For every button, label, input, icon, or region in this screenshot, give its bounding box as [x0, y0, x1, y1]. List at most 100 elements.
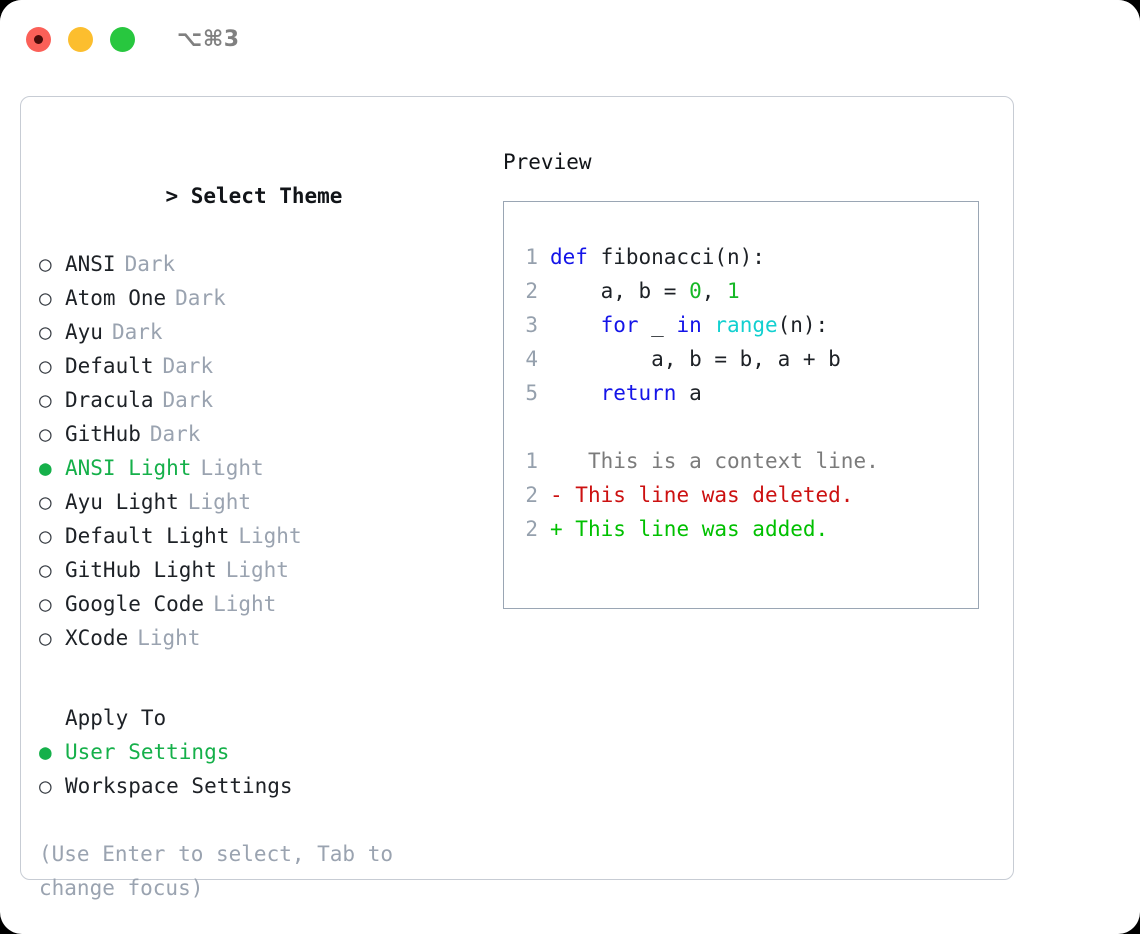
theme-name-label: GitHub — [65, 422, 141, 446]
code-token-plain: , — [701, 279, 728, 303]
theme-name-label: Dracula — [65, 388, 154, 412]
theme-variant-label: Dark — [162, 388, 214, 412]
code-text: return a — [550, 376, 702, 410]
diff-text-del: - This line was deleted. — [550, 478, 853, 512]
code-token-plain: (n): — [777, 313, 829, 337]
close-button-icon[interactable] — [26, 26, 51, 52]
code-text: a, b = 0, 1 — [550, 274, 740, 308]
diff-line: 2- This line was deleted. — [518, 478, 978, 512]
theme-name-label: ANSI — [65, 252, 116, 276]
diff-line: 1 This is a context line. — [518, 444, 978, 478]
radio-unselected-icon: ○ — [39, 524, 52, 548]
diff-line-text: This line was added. — [562, 517, 829, 541]
window-controls — [26, 26, 135, 52]
radio-unselected-icon: ○ — [39, 320, 52, 344]
radio-selected-icon: ● — [39, 740, 52, 764]
code-line: 5 return a — [518, 376, 978, 410]
line-number: 1 — [525, 449, 538, 473]
diff-line: 2 + This line was added. — [518, 512, 978, 546]
code-token-plain: a, b = b, a + b — [550, 347, 841, 371]
title-bar: ⌥⌘3 — [0, 0, 1140, 78]
code-token-kw: for — [600, 313, 639, 337]
code-line: 2 a, b = 0, 1 — [518, 274, 978, 308]
theme-list-item[interactable]: ○ GitHub Dark — [39, 417, 483, 451]
theme-variant-label: Light — [137, 626, 201, 650]
theme-name-label: Default Light — [65, 524, 230, 548]
theme-list-item[interactable]: ○ ANSI Dark — [39, 247, 483, 281]
theme-variant-label: Dark — [162, 354, 214, 378]
theme-name-label: Google Code — [65, 592, 205, 616]
diff-marker: - — [550, 483, 563, 507]
theme-list-item[interactable]: ○ XCode Light — [39, 621, 483, 655]
apply-to-header: ○ Apply To — [39, 701, 483, 735]
radio-unselected-icon: ○ — [39, 252, 52, 276]
maximize-button-icon[interactable] — [110, 26, 135, 52]
diff-line-text: This is a context line. — [562, 449, 879, 473]
prompt-caret-icon: > — [165, 184, 191, 208]
code-diff-gap — [518, 410, 978, 444]
code-line: 3 for _ in range(n): — [518, 308, 978, 342]
diff-line-text: This line was deleted. — [562, 483, 854, 507]
code-token-plain: a — [676, 381, 702, 405]
code-token-num: 0 — [689, 279, 702, 303]
radio-unselected-icon: ○ — [39, 592, 52, 616]
keyboard-hint-text: (Use Enter to select, Tab to change focu… — [39, 842, 394, 900]
theme-variant-label: Dark — [111, 320, 163, 344]
code-token-plain — [702, 313, 715, 337]
diff-marker: + — [550, 517, 563, 541]
diff-text-add: + This line was added. — [550, 512, 828, 546]
code-token-kw: def — [550, 245, 601, 269]
radio-selected-icon: ● — [39, 456, 52, 480]
theme-variant-label: Dark — [149, 422, 201, 446]
code-token-plain: _ — [638, 313, 677, 337]
code-token-kw: return — [600, 381, 677, 405]
line-number: 4 — [525, 347, 538, 371]
radio-unselected-icon: ○ — [39, 774, 52, 798]
theme-list-header: > Select Theme — [39, 145, 483, 247]
theme-name-label: Ayu — [65, 320, 103, 344]
theme-name-label: ANSI Light — [65, 456, 192, 480]
theme-variant-label: Light — [187, 490, 252, 514]
apply-to-item[interactable]: ○Workspace Settings — [39, 769, 483, 803]
line-number: 1 — [525, 245, 538, 269]
radio-unselected-icon: ○ — [39, 388, 52, 412]
code-token-plain — [550, 381, 601, 405]
code-token-plain: a, b = — [550, 279, 690, 303]
line-number: 2 — [525, 517, 538, 541]
theme-list-header-label: Select Theme — [190, 184, 343, 208]
theme-list-item[interactable]: ○ Dracula Dark — [39, 383, 483, 417]
line-number: 2 — [525, 483, 538, 507]
radio-unselected-icon: ○ — [39, 490, 52, 514]
diff-text-ctx: This is a context line. — [550, 444, 879, 478]
theme-variant-label: Dark — [124, 252, 176, 276]
theme-name-label: GitHub Light — [65, 558, 217, 582]
theme-name-label: XCode — [65, 626, 129, 650]
apply-to-item[interactable]: ●User Settings — [39, 735, 483, 769]
radio-unselected-icon: ○ — [39, 626, 52, 650]
code-text: a, b = b, a + b — [550, 342, 841, 376]
radio-unselected-icon: ○ — [39, 422, 52, 446]
theme-name-label: Ayu Light — [65, 490, 179, 514]
line-number: 5 — [525, 381, 538, 405]
list-gap — [39, 655, 483, 701]
diff-marker — [550, 449, 563, 473]
theme-list-item[interactable]: ○ Ayu Light Light — [39, 485, 483, 519]
minimize-button-icon[interactable] — [68, 26, 93, 52]
keyboard-shortcut-label: ⌥⌘3 — [177, 26, 240, 52]
code-token-fn: range — [714, 313, 778, 337]
apply-to-header-label: Apply To — [65, 706, 167, 730]
preview-title: Preview — [503, 150, 592, 174]
theme-list-item[interactable]: ○ Ayu Dark — [39, 315, 483, 349]
